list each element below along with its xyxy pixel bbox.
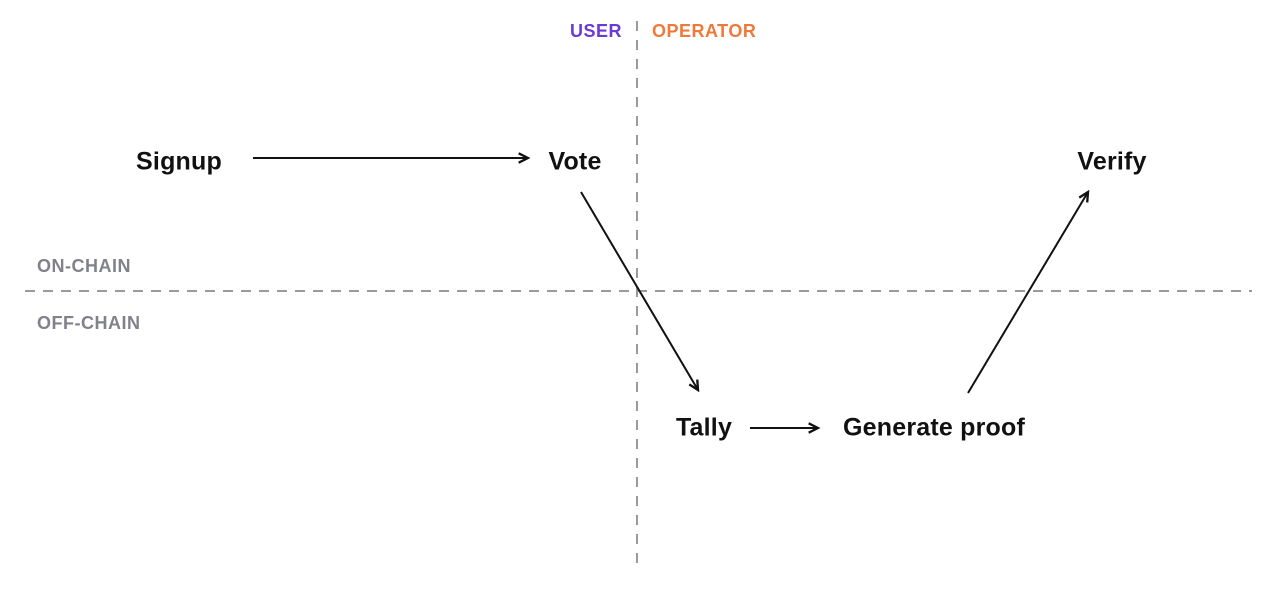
node-generate-proof: Generate proof [843, 413, 1025, 442]
node-signup: Signup [136, 147, 222, 176]
node-tally: Tally [675, 413, 733, 442]
edge-generate-proof-to-verify [967, 192, 1088, 394]
column-label-user: USER [569, 21, 622, 41]
column-label-operator: OPERATOR [652, 21, 757, 41]
edge-vote-to-tally [580, 191, 698, 390]
node-vote: Vote [548, 147, 602, 176]
row-label-on-chain: ON-CHAIN [37, 256, 131, 276]
row-label-off-chain: OFF-CHAIN [37, 313, 141, 333]
node-verify: Verify [1077, 147, 1147, 176]
